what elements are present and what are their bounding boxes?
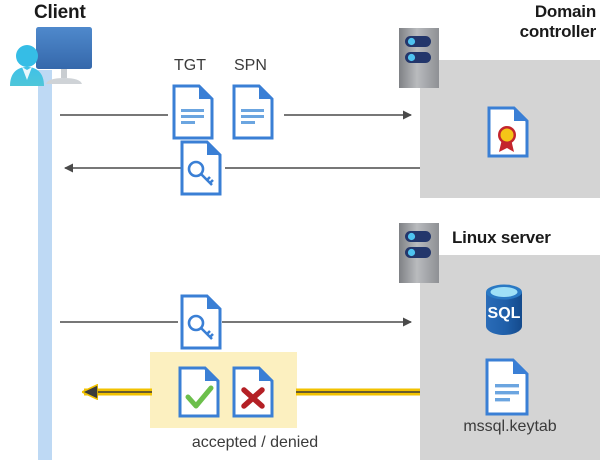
tgt-label: TGT: [174, 57, 206, 75]
server-rack-icon-domain-controller: [399, 28, 439, 88]
result-label: accepted / denied: [140, 434, 370, 452]
client-title-text: Client: [34, 2, 86, 23]
page-title-client: Client: [34, 2, 164, 24]
domain-controller-title: Domain controller: [400, 2, 597, 41]
document-check-icon-accepted: [178, 366, 220, 418]
tgt-label-text: TGT: [174, 57, 206, 74]
client-lifeline: [38, 70, 52, 460]
sql-database-label: SQL: [488, 305, 521, 322]
spn-label-text: SPN: [234, 57, 267, 74]
server-rack-icon-linux-server: [399, 223, 439, 283]
linux-server-title-text: Linux server: [452, 228, 551, 247]
client-workstation-icon: [10, 27, 92, 86]
document-key-icon-service-ticket: [180, 294, 222, 350]
domain-controller-title-line2: controller: [519, 21, 597, 41]
document-key-icon-ticket: [180, 140, 222, 196]
spn-label: SPN: [234, 57, 267, 75]
keytab-label: mssql.keytab: [420, 418, 600, 436]
document-icon-spn: [232, 84, 274, 140]
keytab-label-text: mssql.keytab: [463, 418, 557, 435]
sql-database-icon: SQL: [486, 284, 522, 335]
document-icon-keytab: [485, 358, 529, 416]
document-cross-icon-denied: [232, 366, 274, 418]
result-label-text: accepted / denied: [191, 434, 319, 451]
linux-server-title: Linux server: [452, 228, 598, 248]
certificate-document-icon: [487, 106, 529, 158]
document-icon-tgt: [172, 84, 214, 140]
domain-controller-title-line1: Domain: [534, 2, 596, 21]
